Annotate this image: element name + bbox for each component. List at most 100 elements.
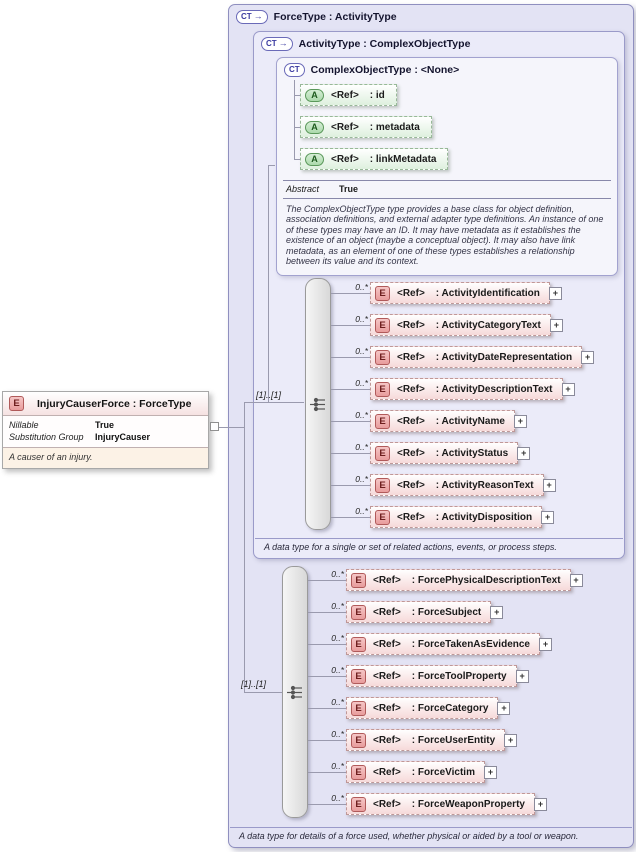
multiplicity-label: 0..* xyxy=(355,506,368,516)
attribute-ref-label: <Ref> xyxy=(331,89,359,101)
element-ref-label: <Ref> xyxy=(397,415,425,427)
element-ref-label: <Ref> xyxy=(373,606,401,618)
element-box-forcetakenasevidence[interactable]: E <Ref> : ForceTakenAsEvidence xyxy=(346,633,540,655)
connector-line: 0..* xyxy=(331,506,370,528)
connector-line xyxy=(244,402,304,403)
element-name: : ActivityStatus xyxy=(435,447,509,459)
ct-letters: CT xyxy=(241,12,252,21)
element-box-forcephysicaldescriptiontext[interactable]: E <Ref> : ForcePhysicalDescriptionText xyxy=(346,569,571,591)
element-ref-label: <Ref> xyxy=(397,319,425,331)
expand-button[interactable]: + xyxy=(542,478,556,492)
injury-causer-header: E InjuryCauserForce : ForceType xyxy=(3,392,208,415)
expand-button[interactable]: + xyxy=(517,446,531,460)
multiplicity-label: 0..* xyxy=(331,601,344,611)
element-badge-icon: E xyxy=(375,349,390,365)
multiplicity-label: 0..* xyxy=(355,410,368,420)
element-row: 0..* E <Ref> : ActivityName + xyxy=(331,410,594,432)
expand-button[interactable]: + xyxy=(490,605,504,619)
expand-button[interactable]: + xyxy=(513,414,527,428)
expand-button[interactable]: + xyxy=(497,701,511,715)
attribute-rows: A <Ref> : id A <Ref> : metadata xyxy=(294,84,449,170)
injury-causer-properties: Nillable True Substitution Group InjuryC… xyxy=(3,415,208,447)
sequence-bar-force xyxy=(282,566,308,818)
injury-causer-force-element-box[interactable]: E InjuryCauserForce : ForceType Nillable… xyxy=(2,391,209,469)
connector-line: 0..* xyxy=(331,410,370,432)
element-box-activityname[interactable]: E <Ref> : ActivityName xyxy=(370,410,515,432)
attribute-badge-icon: A xyxy=(305,88,324,102)
element-box-forcesubject[interactable]: E <Ref> : ForceSubject xyxy=(346,601,492,623)
element-row: 0..* E <Ref> : ForceSubject + xyxy=(308,601,583,623)
connector-line: 0..* xyxy=(308,761,346,783)
complex-object-type-title: ComplexObjectType : <None> xyxy=(310,63,460,76)
element-box-forceuserentity[interactable]: E <Ref> : ForceUserEntity xyxy=(346,729,506,751)
attribute-badge-icon: A xyxy=(305,152,324,166)
attribute-row: A <Ref> : id xyxy=(294,84,448,106)
multiplicity-label: 0..* xyxy=(355,314,368,324)
element-name: : ForceWeaponProperty xyxy=(411,798,525,810)
element-badge-icon: E xyxy=(375,477,390,493)
multiplicity-label: 0..* xyxy=(331,697,344,707)
element-box-activityidentification[interactable]: E <Ref> : ActivityIdentification xyxy=(370,282,550,304)
multiplicity-label: 0..* xyxy=(355,442,368,452)
element-row: 0..* E <Ref> : ActivityIdentification + xyxy=(331,282,594,304)
activity-element-rows: 0..* E <Ref> : ActivityIdentification + … xyxy=(331,282,595,528)
multiplicity-label: 0..* xyxy=(331,569,344,579)
element-badge-icon: E xyxy=(351,668,366,684)
element-row: 0..* E <Ref> : ForceToolProperty + xyxy=(308,665,583,687)
multiplicity-label: 0..* xyxy=(331,665,344,675)
force-type-box[interactable]: CT → ForceType : ActivityType CT → Activ… xyxy=(228,4,634,848)
expand-button[interactable]: + xyxy=(483,765,497,779)
element-box-activityreasontext[interactable]: E <Ref> : ActivityReasonText xyxy=(370,474,544,496)
element-ref-label: <Ref> xyxy=(373,766,401,778)
element-name: : ForcePhysicalDescriptionText xyxy=(411,574,561,586)
element-name: : ActivityDateRepresentation xyxy=(435,351,573,363)
connector-line: 0..* xyxy=(308,665,346,687)
expand-button[interactable]: + xyxy=(515,669,529,683)
attribute-name: : id xyxy=(369,89,385,101)
abstract-label: Abstract xyxy=(286,184,320,194)
expand-button[interactable]: + xyxy=(504,733,518,747)
connector-line xyxy=(244,692,282,693)
element-box-activitycategorytext[interactable]: E <Ref> : ActivityCategoryText xyxy=(370,314,551,336)
attribute-box-metadata[interactable]: A <Ref> : metadata xyxy=(300,116,432,138)
element-badge-icon: E xyxy=(351,764,366,780)
element-box-forcecategory[interactable]: E <Ref> : ForceCategory xyxy=(346,697,499,719)
activity-type-header: CT → ActivityType : ComplexObjectType xyxy=(261,37,470,51)
connector-line xyxy=(244,402,245,692)
complex-object-type-box[interactable]: CT ComplexObjectType : <None> A <Ref> : … xyxy=(276,57,618,276)
element-box-forcetoolproperty[interactable]: E <Ref> : ForceToolProperty xyxy=(346,665,517,687)
connector-line: 0..* xyxy=(308,601,346,623)
complex-object-type-documentation: The ComplexObjectType type provides a ba… xyxy=(286,204,604,267)
expand-button[interactable]: + xyxy=(549,318,563,332)
element-box-activitydisposition[interactable]: E <Ref> : ActivityDisposition xyxy=(370,506,543,528)
activity-type-box[interactable]: CT → ActivityType : ComplexObjectType CT… xyxy=(253,31,625,559)
element-badge-icon: E xyxy=(375,445,390,461)
expand-button[interactable]: + xyxy=(581,350,595,364)
sequence-icon xyxy=(286,685,302,699)
attribute-box-linkmetadata[interactable]: A <Ref> : linkMetadata xyxy=(300,148,449,170)
expand-button[interactable]: + xyxy=(569,573,583,587)
expand-button[interactable]: + xyxy=(561,382,575,396)
element-badge-icon: E xyxy=(351,732,366,748)
element-box-activitystatus[interactable]: E <Ref> : ActivityStatus xyxy=(370,442,519,464)
attribute-box-id[interactable]: A <Ref> : id xyxy=(300,84,397,106)
injury-causer-title: InjuryCauserForce : ForceType xyxy=(37,397,192,410)
connector-line: 0..* xyxy=(331,474,370,496)
complex-type-badge-icon: CT → xyxy=(261,37,293,51)
element-ref-label: <Ref> xyxy=(397,479,425,491)
expand-button[interactable]: + xyxy=(541,510,555,524)
ct-letters: CT xyxy=(289,65,300,74)
element-ref-label: <Ref> xyxy=(373,702,401,714)
expand-button[interactable]: + xyxy=(533,797,547,811)
element-badge-icon: E xyxy=(375,317,390,333)
element-badge-icon: E xyxy=(351,572,366,588)
element-box-forceweaponproperty[interactable]: E <Ref> : ForceWeaponProperty xyxy=(346,793,535,815)
element-box-activitydaterepresentation[interactable]: E <Ref> : ActivityDateRepresentation xyxy=(370,346,583,368)
element-badge-icon: E xyxy=(9,396,24,411)
expand-button[interactable]: + xyxy=(548,286,562,300)
expand-button[interactable]: + xyxy=(539,637,552,651)
element-box-forcevictim[interactable]: E <Ref> : ForceVictim xyxy=(346,761,485,783)
force-type-title: ForceType : ActivityType xyxy=(273,10,397,23)
element-box-activitydescriptiontext[interactable]: E <Ref> : ActivityDescriptionText xyxy=(370,378,563,400)
element-ref-label: <Ref> xyxy=(397,447,425,459)
